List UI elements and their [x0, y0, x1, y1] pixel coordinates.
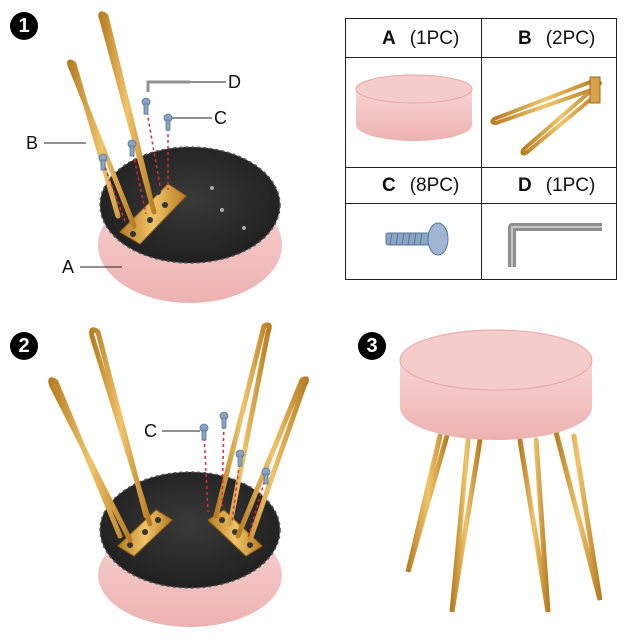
step-1-illustration	[44, 14, 282, 303]
hairpin-leg-icon	[492, 77, 600, 154]
callout-b: B	[26, 134, 38, 152]
cushion-top	[400, 330, 592, 390]
step-3-illustration	[400, 330, 600, 612]
cushion-seat-icon	[356, 75, 472, 141]
callout-a: A	[62, 258, 74, 276]
callout-c-step2: C	[144, 422, 157, 440]
callout-d: D	[228, 73, 241, 91]
parts-table: A(1PC) B(2PC) C(8PC) D(1PC)	[345, 18, 617, 280]
allen-key-icon	[512, 227, 602, 267]
callout-c: C	[214, 109, 227, 127]
screw-icon	[386, 223, 448, 255]
allen-key-icon	[148, 82, 190, 92]
step-2-illustration	[51, 325, 307, 627]
